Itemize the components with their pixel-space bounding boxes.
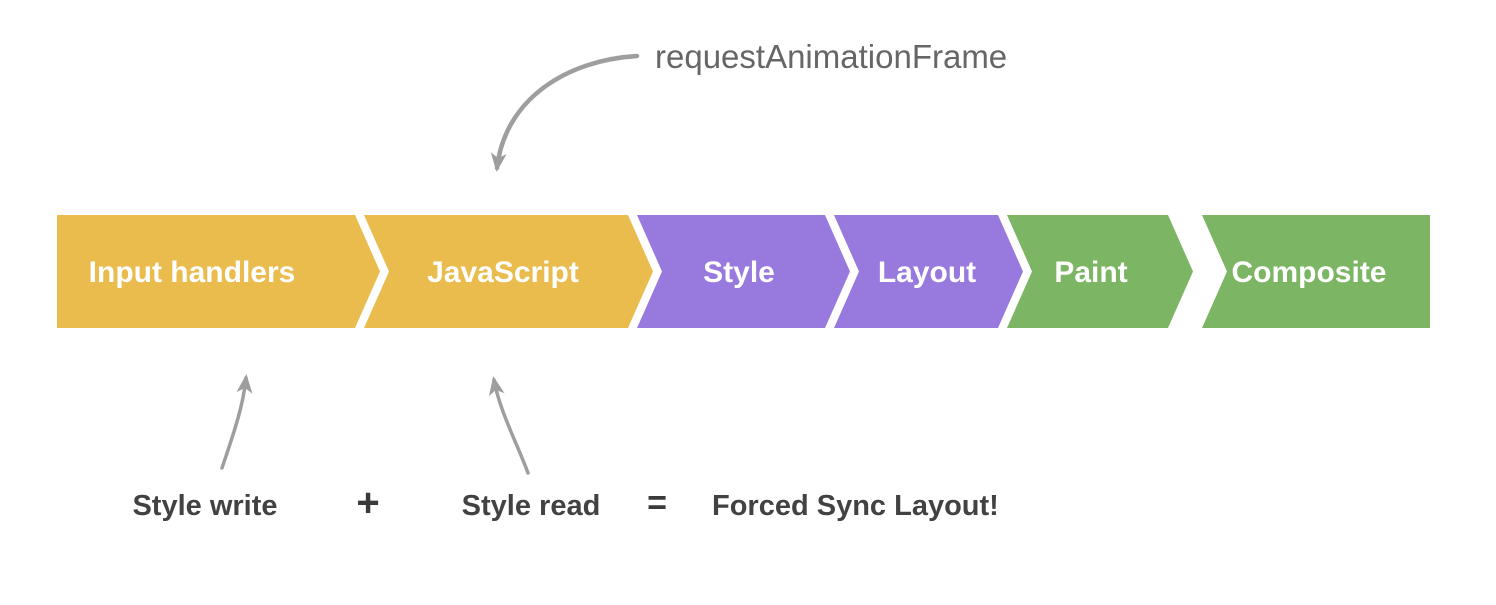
raf-annotation-label: requestAnimationFrame (655, 38, 1007, 75)
style-write-arrow (220, 374, 253, 470)
forced-sync-layout-label: Forced Sync Layout! (712, 490, 999, 522)
stage-style (637, 215, 850, 328)
stage-layout (834, 215, 1023, 328)
style-read-label: Style read (462, 490, 601, 522)
stage-input-handlers (57, 215, 380, 328)
raf-arrow (490, 53, 640, 172)
style-write-label: Style write (132, 490, 277, 522)
pipeline-stages: Input handlers JavaScript Style Layout P… (57, 215, 1430, 328)
equation-row: Style write + Style read = Forced Sync L… (132, 481, 998, 525)
stage-composite-label: Composite (1231, 256, 1386, 289)
stage-javascript-label: JavaScript (427, 256, 579, 289)
stage-composite (1202, 215, 1430, 328)
plus-operator: + (356, 481, 379, 525)
style-read-arrow (488, 376, 530, 475)
equals-operator: = (647, 484, 667, 522)
stage-style-label: Style (703, 256, 775, 289)
stage-input-handlers-label: Input handlers (89, 256, 296, 289)
stage-layout-label: Layout (878, 256, 976, 289)
stage-paint-label: Paint (1054, 256, 1127, 289)
stage-paint (1007, 215, 1193, 328)
stage-javascript (364, 215, 653, 328)
